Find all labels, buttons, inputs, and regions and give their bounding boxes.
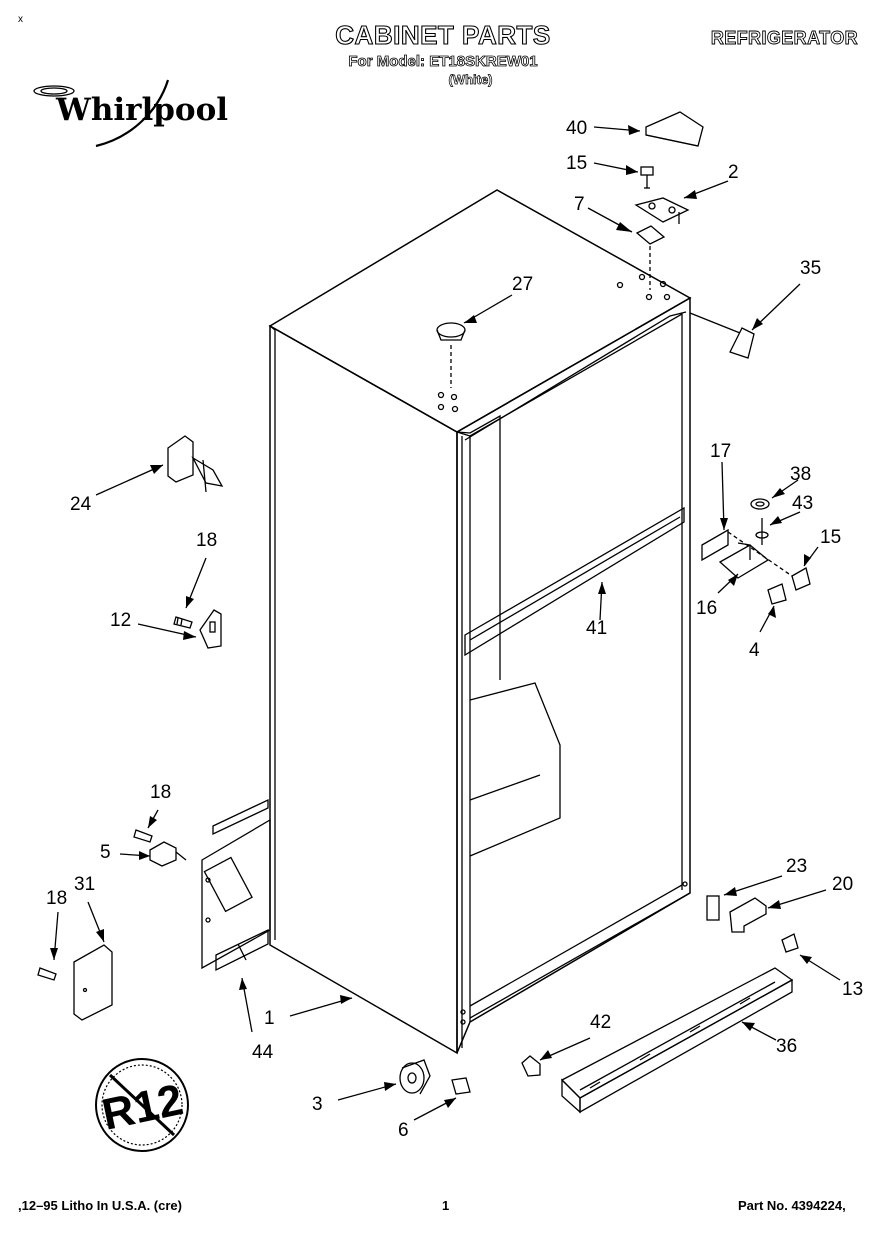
callout-5: 5 [100,842,111,863]
model-line: For Model: ET18SKREW01 [348,53,538,71]
part-42-clip [521,1055,541,1077]
callout-36: 36 [776,1036,797,1057]
footer-part-number: Part No. 4394224, [738,1198,846,1213]
callout-4: 4 [749,640,760,661]
part-3-roller [399,1059,431,1095]
part-27-cap [436,322,466,388]
part-18-screw-lower [37,967,57,981]
callout-7: 7 [574,194,585,215]
part-18-screw-upper [173,616,193,629]
part-16-bottom-hinge [718,531,793,579]
part-4-hinge-screw [767,583,787,605]
callout-35: 35 [800,258,821,279]
callout-31: 31 [74,874,95,895]
part-40-hinge-cover [645,111,704,147]
callout-40: 40 [566,118,587,139]
callout-2: 2 [728,162,739,183]
callout-17: 17 [710,441,731,462]
part-36-toe-grille [560,967,794,1114]
callout-18-lower: 18 [46,888,67,909]
part-44-rear-bracket [201,798,271,972]
part-17-hinge-shim [701,528,729,562]
part-5-clip [149,841,187,867]
part-43-hinge-pin [755,518,769,545]
part-15-hinge-screw [791,567,811,591]
corner-mark: x [18,14,23,25]
page-title: CABINET PARTS [335,19,551,50]
part-38-washer [750,498,770,510]
part-13-screw [781,933,799,953]
part-23-spacer [706,895,720,921]
callout-20: 20 [832,874,853,895]
part-15-top-screw [640,166,654,189]
no-r12-badge: R12 [95,1058,189,1152]
callout-1: 1 [264,1008,275,1029]
leader-arrowheads [50,125,812,1108]
callout-18-middle: 18 [150,782,171,803]
part-18-screw-middle [133,829,153,843]
callout-18-upper: 18 [196,530,217,551]
cabinet-body [268,189,692,1055]
callout-15-side: 15 [820,527,841,548]
color-line: (White) [448,72,493,88]
callout-3: 3 [312,1094,323,1115]
part-24-shelf-support [167,435,224,493]
footer-print-info: ,12–95 Litho In U.S.A. (cre) [18,1198,182,1213]
callout-44: 44 [252,1042,274,1063]
part-2-top-hinge [634,197,690,224]
appliance-label: REFRIGERATOR [710,28,858,49]
part-31-cover [73,944,113,1021]
callout-23: 23 [786,856,807,877]
part-20-bracket [729,897,767,933]
part-6-screw [451,1077,471,1095]
part-7-hinge-shim [635,225,666,290]
callout-16: 16 [696,598,717,619]
callout-15-top: 15 [566,153,587,174]
callout-6: 6 [398,1120,409,1141]
callout-13: 13 [842,979,863,1000]
callout-27: 27 [512,274,533,295]
part-12-bracket [199,609,222,649]
leader-lines [53,126,841,1121]
callout-38: 38 [790,464,811,485]
brand-logo-swoosh [33,79,170,148]
callout-24: 24 [70,494,92,515]
callout-42: 42 [590,1012,611,1033]
callout-41: 41 [586,618,607,639]
callout-43: 43 [792,493,813,514]
brand-logo: Whirlpool [56,92,229,128]
part-41-divider-bar [464,506,685,657]
callout-12: 12 [110,610,131,631]
footer-page-number: 1 [442,1198,450,1213]
callout-labels: 40 15 2 7 35 27 17 38 43 15 16 4 41 24 1… [46,118,863,1141]
part-35-bracket [689,312,755,359]
